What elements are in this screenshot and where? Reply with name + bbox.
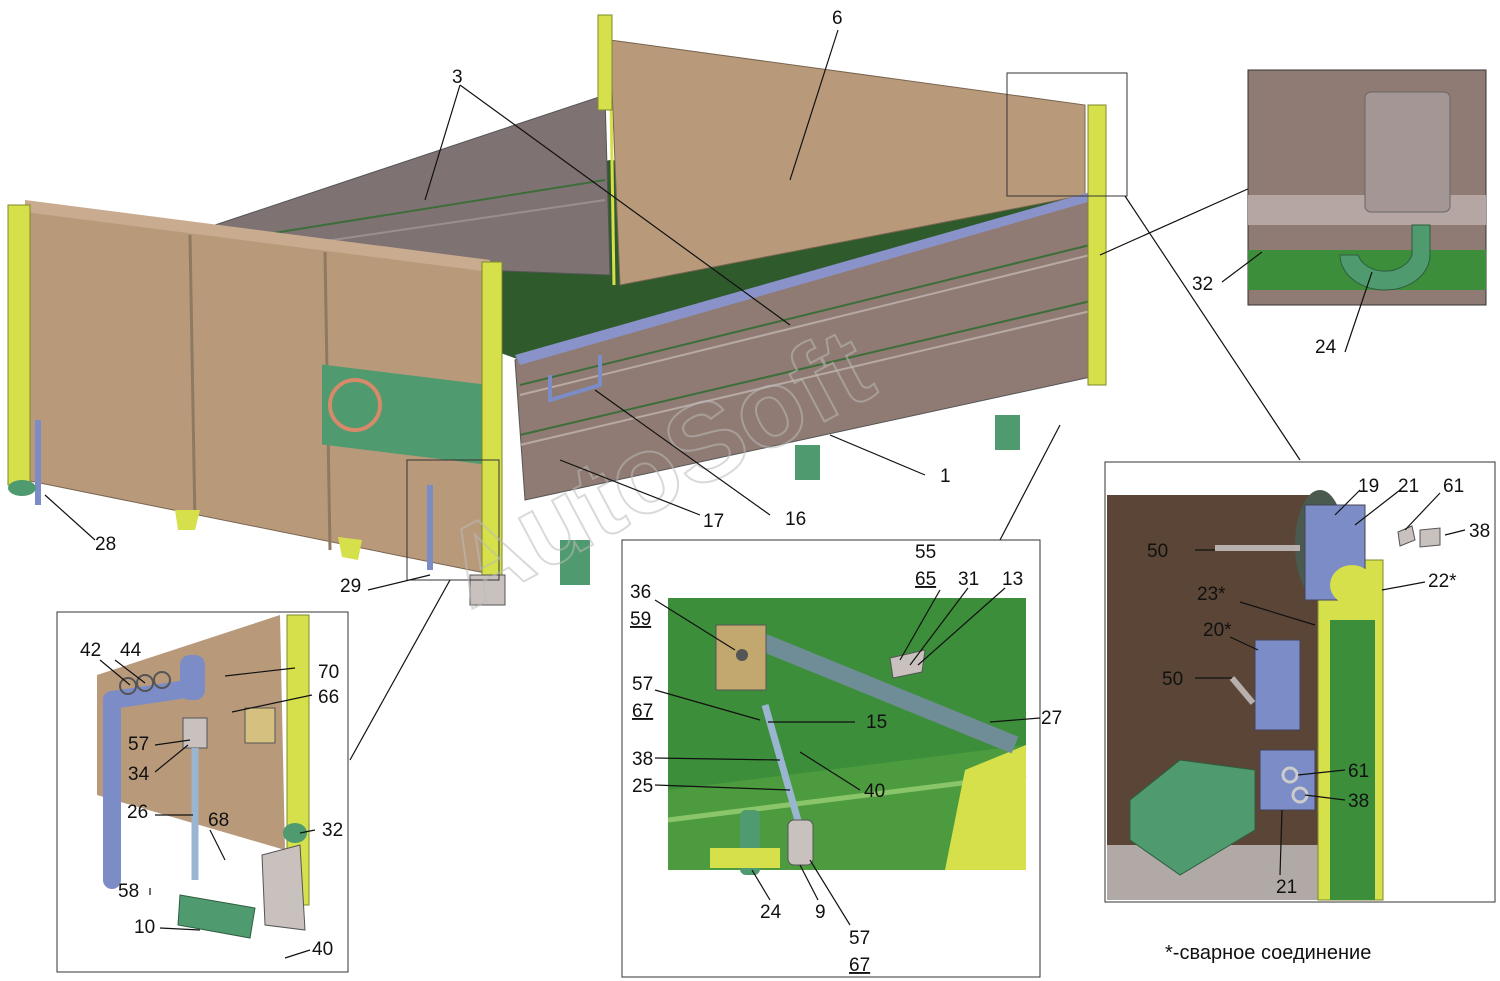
inset-hook-detail: [1247, 69, 1487, 306]
label-68: 68: [208, 810, 229, 831]
label-40-left: 40: [312, 939, 333, 960]
label-40-center: 40: [864, 781, 885, 802]
label-32-top: 32: [1192, 274, 1213, 295]
main-leaders: [44, 29, 1301, 761]
label-67-center-bottom: 67: [849, 955, 870, 976]
label-16: 16: [785, 509, 806, 530]
label-57-center: 57: [632, 674, 653, 695]
label-66: 66: [318, 687, 339, 708]
label-26: 26: [127, 802, 148, 823]
label-22: 22*: [1428, 571, 1457, 592]
label-24-top: 24: [1315, 337, 1337, 358]
front-left-post: [597, 14, 613, 111]
label-13: 13: [1002, 569, 1023, 590]
label-32-left: 32: [322, 820, 343, 841]
label-61-lower: 61: [1348, 761, 1369, 782]
label-42: 42: [80, 640, 101, 661]
label-28: 28: [95, 534, 116, 555]
label-25: 25: [632, 776, 653, 797]
weld-footnote: *-сварное соединение: [1165, 942, 1372, 964]
rear-left-post: [7, 204, 31, 486]
label-21-lower: 21: [1276, 877, 1297, 898]
tailgate-lock-plate: [322, 364, 482, 465]
label-19: 19: [1358, 476, 1379, 497]
label-23: 23*: [1197, 584, 1226, 605]
label-65: 65: [915, 569, 936, 590]
label-70: 70: [318, 662, 339, 683]
label-44: 44: [120, 640, 142, 661]
label-57-center-bottom: 57: [849, 928, 870, 949]
label-3: 3: [452, 67, 463, 88]
label-24-center: 24: [760, 902, 782, 923]
inset-lever-detail: [56, 611, 349, 973]
label-57-left: 57: [128, 734, 149, 755]
label-9: 9: [815, 902, 826, 923]
label-55: 55: [915, 542, 936, 563]
label-38-right: 38: [1469, 521, 1490, 542]
label-50-lower: 50: [1162, 669, 1183, 690]
label-31: 31: [958, 569, 979, 590]
label-34: 34: [128, 764, 150, 785]
label-1: 1: [940, 466, 951, 487]
inset-hinge-detail: [1104, 461, 1496, 903]
label-38-lower: 38: [1348, 791, 1369, 812]
label-20: 20*: [1203, 620, 1232, 641]
label-27: 27: [1041, 708, 1062, 729]
label-67-center: 67: [632, 701, 653, 722]
label-29: 29: [340, 576, 361, 597]
label-50: 50: [1147, 541, 1168, 562]
label-38-center: 38: [632, 749, 653, 770]
label-15: 15: [866, 712, 887, 733]
label-17: 17: [703, 511, 724, 532]
label-61: 61: [1443, 476, 1464, 497]
label-6: 6: [832, 8, 843, 29]
front-right-post: [1087, 104, 1107, 386]
label-10: 10: [134, 917, 155, 938]
label-59: 59: [630, 609, 651, 630]
label-36: 36: [630, 582, 651, 603]
truck-body-main-view: [7, 14, 1128, 606]
label-21: 21: [1398, 476, 1419, 497]
label-58: 58: [118, 881, 139, 902]
